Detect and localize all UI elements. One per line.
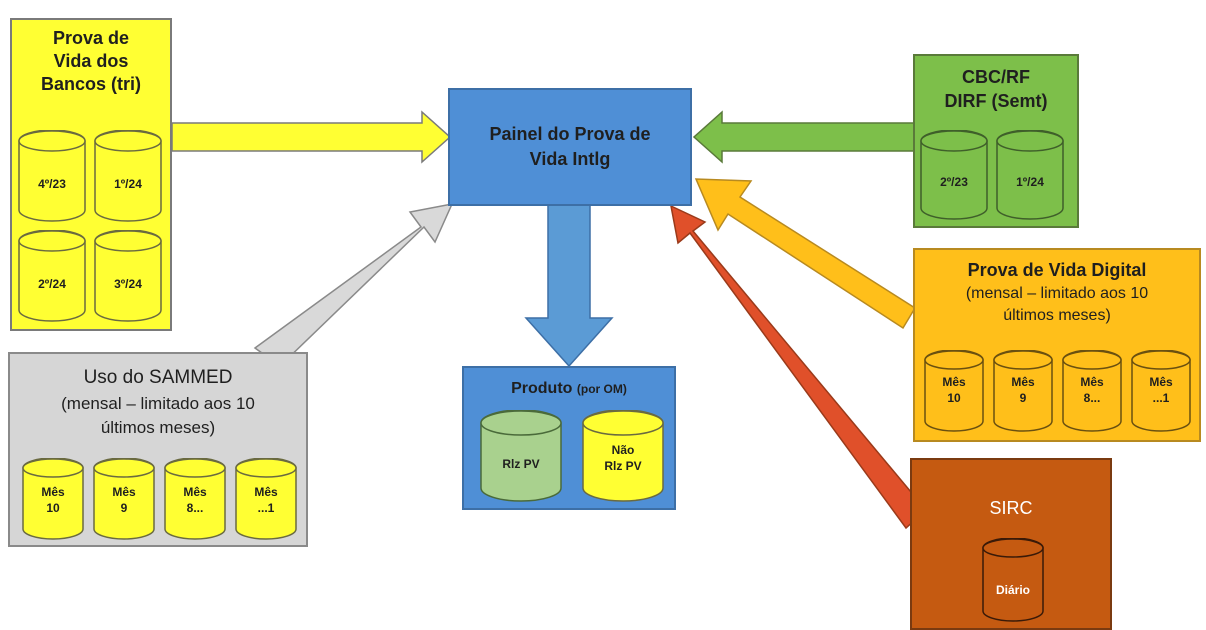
- digital-cylinder-3-label-line-2: 8...: [1083, 391, 1101, 405]
- digital-cylinder-3-label-line-1: Mês: [1080, 375, 1104, 389]
- sammed-cylinder-2: Mês 9: [93, 458, 155, 540]
- banks-cylinder-2-label: 1º/24: [94, 176, 162, 192]
- painel-title-line-1: Painel do Prova de: [489, 124, 651, 144]
- banks-cylinder-3: 2º/24: [18, 230, 86, 322]
- cbc-cylinder-1-label-line-1: 2º/23: [940, 175, 968, 189]
- sirc-title: SIRC: [989, 498, 1033, 518]
- sammed-box: Uso do SAMMED (mensal – limitado aos 10 …: [8, 352, 308, 547]
- banks-cylinder-1-label-line-1: 4º/23: [38, 177, 66, 191]
- digital-cylinder-2-label-line-2: 9: [1019, 391, 1027, 405]
- sammed-cylinder-4: Mês ...1: [235, 458, 297, 540]
- digital-cylinder-1-label-line-2: 10: [947, 391, 961, 405]
- sammed-cylinder-4-label-line-1: Mês: [254, 485, 278, 499]
- arrow-sirc-to-painel: [669, 204, 928, 530]
- digital-cylinder-4-label-line-1: Mês: [1149, 375, 1173, 389]
- digital-cylinder-4-label: Mês ...1: [1131, 374, 1191, 406]
- banks-cylinder-3-label-line-1: 2º/24: [38, 277, 66, 291]
- banks-cylinder-4-label-line-1: 3º/24: [114, 277, 142, 291]
- cbc-cylinder-1: 2º/23: [920, 130, 988, 220]
- produto-title-main: Produto: [511, 380, 573, 397]
- banks-cylinder-2-label-line-1: 1º/24: [114, 177, 142, 191]
- digital-subtitle-line-2: últimos meses): [1003, 307, 1111, 324]
- cbc-cylinder-2-label-line-1: 1º/24: [1016, 175, 1044, 189]
- sammed-cylinder-4-label-line-2: ...1: [257, 501, 275, 515]
- sammed-cylinder-4-label: Mês ...1: [235, 484, 297, 516]
- cbc-title-line-2: DIRF (Semt): [944, 91, 1048, 111]
- produto-cylinder-rlz: Rlz PV: [480, 410, 562, 502]
- painel-title: Painel do Prova de Vida Intlg: [450, 122, 690, 172]
- cbc-title: CBC/RF DIRF (Semt): [915, 65, 1077, 113]
- digital-cylinder-1-label: Mês 10: [924, 374, 984, 406]
- painel-box: Painel do Prova de Vida Intlg: [448, 88, 692, 206]
- arrow-cbc-to-painel: [692, 110, 916, 164]
- banks-cylinder-1: 4º/23: [18, 130, 86, 222]
- produto-cylinder-rlz-label: Rlz PV: [480, 456, 562, 472]
- banks-title-line-1: Prova de: [52, 28, 130, 48]
- produto-cylinder-rlz-label-line-1: Rlz PV: [502, 457, 540, 471]
- cbc-title-line-1: CBC/RF: [962, 67, 1030, 87]
- banks-cylinder-1-label: 4º/23: [18, 176, 86, 192]
- sammed-cylinder-2-label-line-1: Mês: [112, 485, 136, 499]
- sammed-subtitle-line-2: últimos meses): [100, 418, 216, 437]
- cbc-cylinder-2: 1º/24: [996, 130, 1064, 220]
- digital-cylinder-2-label-line-1: Mês: [1011, 375, 1035, 389]
- banks-cylinder-2: 1º/24: [94, 130, 162, 222]
- painel-title-line-2: Vida Intlg: [529, 149, 611, 169]
- digital-cylinder-1: Mês 10: [924, 350, 984, 432]
- arrow-painel-to-produto: [524, 204, 614, 368]
- sammed-title: Uso do SAMMED: [83, 367, 233, 388]
- sirc-cylinder-label-line-1: Diário: [995, 583, 1030, 597]
- arrow-digital-to-painel: [694, 178, 917, 330]
- sammed-subtitle-line-1: (mensal – limitado aos 10: [61, 394, 255, 413]
- cbc-cylinder-2-label: 1º/24: [996, 174, 1064, 190]
- produto-cylinder-nao-rlz-label-line-1: Não: [611, 443, 635, 457]
- sammed-cylinder-3-label-line-2: 8...: [186, 501, 204, 515]
- produto-cylinder-nao-rlz-label-line-2: Rlz PV: [604, 459, 642, 473]
- digital-cylinder-2: Mês 9: [993, 350, 1053, 432]
- sammed-cylinder-3-label: Mês 8...: [164, 484, 226, 516]
- sammed-cylinder-3-label-line-1: Mês: [183, 485, 207, 499]
- digital-cylinder-3-label: Mês 8...: [1062, 374, 1122, 406]
- produto-title-suffix: (por OM): [576, 382, 627, 396]
- digital-title: Prova de Vida Digital: [967, 260, 1147, 280]
- sammed-cylinder-1-label-line-1: Mês: [41, 485, 65, 499]
- sammed-cylinder-1-label: Mês 10: [22, 484, 84, 516]
- digital-cylinder-4-label-line-2: ...1: [1152, 391, 1170, 405]
- arrow-banks-to-painel: [171, 110, 452, 164]
- digital-subtitle-line-1: (mensal – limitado aos 10: [965, 285, 1149, 302]
- digital-cylinder-4: Mês ...1: [1131, 350, 1191, 432]
- arrow-sammed-to-painel: [253, 202, 454, 367]
- sammed-cylinder-1: Mês 10: [22, 458, 84, 540]
- banks-title: Prova de Vida dos Bancos (tri): [12, 27, 170, 96]
- produto-title: Produto (por OM): [464, 378, 674, 400]
- banks-title-line-2: Vida dos: [53, 51, 129, 71]
- digital-cylinder-3: Mês 8...: [1062, 350, 1122, 432]
- digital-cylinder-1-label-line-1: Mês: [942, 375, 966, 389]
- sammed-cylinder-2-label: Mês 9: [93, 484, 155, 516]
- digital-cylinder-2-label: Mês 9: [993, 374, 1053, 406]
- banks-cylinder-4-label: 3º/24: [94, 276, 162, 292]
- cbc-cylinder-1-label: 2º/23: [920, 174, 988, 190]
- banks-cylinder-3-label: 2º/24: [18, 276, 86, 292]
- sammed-cylinder-1-label-line-2: 10: [46, 501, 60, 515]
- sammed-cylinder-3: Mês 8...: [164, 458, 226, 540]
- digital-subtitle: (mensal – limitado aos 10 últimos meses): [915, 283, 1199, 327]
- sammed-cylinder-2-label-line-2: 9: [120, 501, 128, 515]
- sammed-subtitle: (mensal – limitado aos 10 últimos meses): [10, 392, 306, 440]
- banks-title-line-3: Bancos (tri): [40, 74, 141, 94]
- banks-cylinder-4: 3º/24: [94, 230, 162, 322]
- sirc-cylinder-label: Diário: [982, 582, 1044, 598]
- sirc-cylinder: Diário: [982, 538, 1044, 622]
